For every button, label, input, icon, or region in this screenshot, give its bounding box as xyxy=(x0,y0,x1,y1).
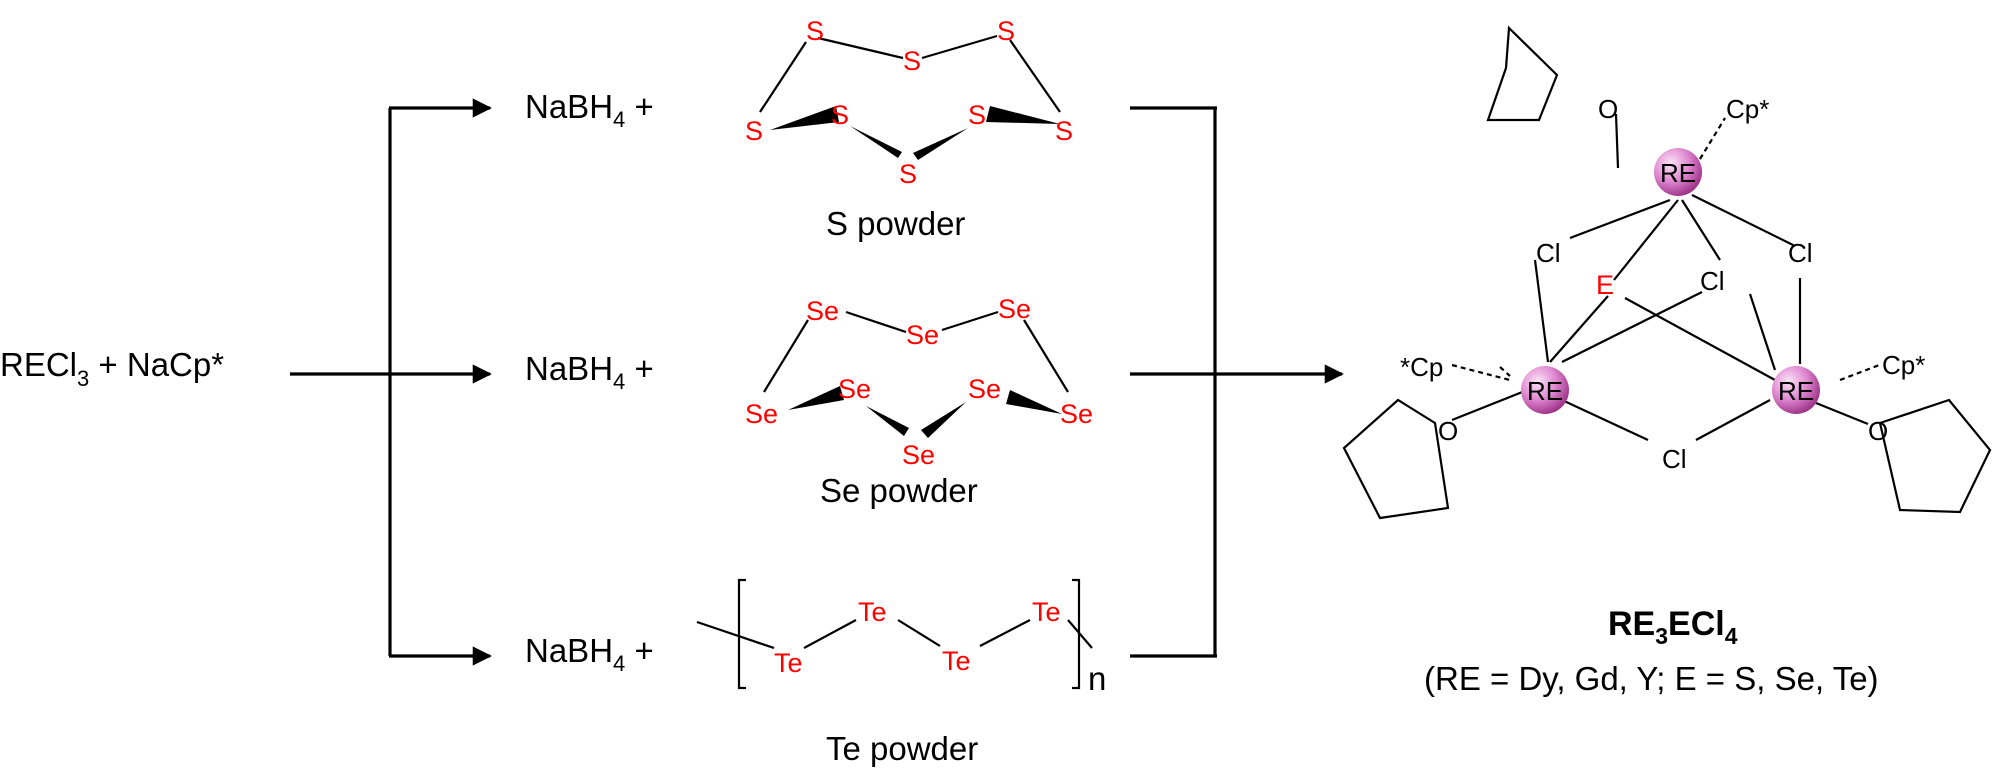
se-atom: Se xyxy=(902,440,935,470)
oxygen-label: O xyxy=(1438,416,1458,446)
reactant-label: RECl3 + NaCp* xyxy=(0,346,224,391)
se-atom: Se xyxy=(998,294,1031,324)
oxygen-label: O xyxy=(1598,94,1618,124)
se-atom: Se xyxy=(806,296,839,326)
se-atom: Se xyxy=(906,320,939,350)
s-atom: S xyxy=(1055,116,1073,146)
oxygen-label: O xyxy=(1868,416,1888,446)
thf-ring-left xyxy=(1342,398,1450,520)
cl-label: Cl xyxy=(1662,444,1687,474)
product-note: (RE = Dy, Gd, Y; E = S, Se, Te) xyxy=(1424,660,1879,697)
cl-label: Cl xyxy=(1536,238,1561,268)
re-label: RE xyxy=(1778,376,1814,406)
te-atom: Te xyxy=(858,597,887,627)
reagent-label-2: NaBH4 + xyxy=(525,350,654,394)
re-label: RE xyxy=(1527,376,1563,406)
se-atom: Se xyxy=(968,374,1001,404)
merge-arrow xyxy=(1130,106,1344,658)
reagent-label-1: NaBH4 + xyxy=(525,88,654,132)
branch-arrows xyxy=(290,98,492,666)
se-atom: Se xyxy=(1060,399,1093,429)
cl-label: Cl xyxy=(1700,266,1725,296)
thf-ring-top xyxy=(1486,25,1559,122)
thf-ring-right xyxy=(1878,398,1992,514)
s-atom: S xyxy=(745,116,763,146)
re-atom-left xyxy=(1521,366,1569,414)
se-atom: Se xyxy=(838,374,871,404)
te-powder-caption: Te powder xyxy=(826,730,978,767)
product-structure: RE RE RE Cl Cl Cl Cl E O O O Cp* *Cp Cp* xyxy=(1342,25,1992,520)
te-atom: Te xyxy=(942,646,971,676)
s-atom: S xyxy=(899,159,917,189)
s8-ring: S S S S S S S S xyxy=(745,16,1073,189)
chalcogen-label: E xyxy=(1596,270,1614,300)
cp-label-right: Cp* xyxy=(1882,350,1925,380)
te-atom: Te xyxy=(774,648,803,678)
se-atom: Se xyxy=(745,399,778,429)
s-powder-caption: S powder xyxy=(826,205,965,242)
se8-ring: Se Se Se Se Se Se Se Se xyxy=(745,294,1093,470)
re-atom-right xyxy=(1772,366,1820,414)
s-atom: S xyxy=(997,16,1015,46)
reagent-label-3: NaBH4 + xyxy=(525,632,654,676)
s-atom: S xyxy=(968,100,986,130)
cp-label-top: Cp* xyxy=(1726,94,1769,124)
se-powder-caption: Se powder xyxy=(820,472,978,509)
repeat-unit-label: n xyxy=(1088,660,1106,697)
te-atom: Te xyxy=(1032,597,1061,627)
product-formula: RE3ECl4 xyxy=(1608,605,1738,649)
re-label: RE xyxy=(1660,158,1696,188)
s-atom: S xyxy=(831,100,849,130)
te-polymer: Te Te Te Te n xyxy=(696,578,1106,697)
re-atom-top xyxy=(1654,148,1702,196)
s-atom: S xyxy=(806,16,824,46)
cl-label: Cl xyxy=(1788,238,1813,268)
cp-label-left: *Cp xyxy=(1400,352,1443,382)
s-atom: S xyxy=(903,46,921,76)
